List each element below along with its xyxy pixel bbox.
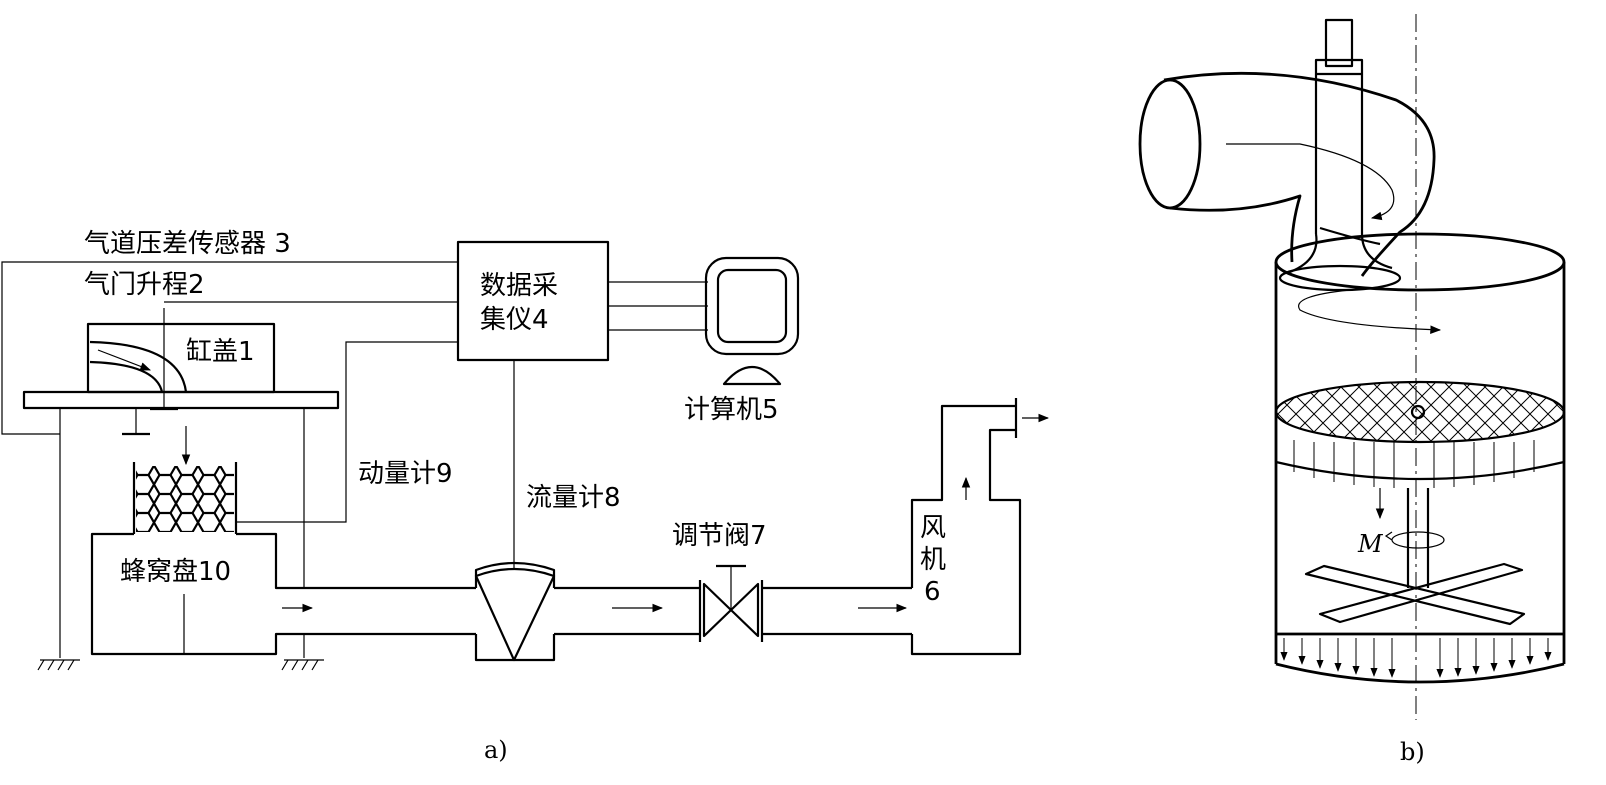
valve-stem xyxy=(122,308,178,436)
computer xyxy=(704,256,800,386)
honeycomb-plate xyxy=(132,462,238,534)
cylinder xyxy=(1274,232,1566,684)
outlet-pipe xyxy=(554,586,700,636)
fan xyxy=(910,398,1050,656)
diagram-a: 气道压差传感器 3 气门升程2 缸盖1 数据采 集仪4 计算机5 动量计9 流量… xyxy=(1,229,1050,764)
torque-symbol: M xyxy=(1357,530,1445,558)
fan-inlet-pipe xyxy=(762,586,912,636)
diagram-b: M b) xyxy=(1138,14,1566,766)
label-pressure-sensor: 气道压差传感器 3 xyxy=(84,229,291,259)
label-honeycomb: 蜂窝盘10 xyxy=(120,557,231,587)
daq-computer-lines xyxy=(608,281,708,331)
label-fan-2: 机 xyxy=(920,545,946,575)
base-plate xyxy=(22,390,340,410)
intake-port xyxy=(1138,71,1436,277)
ground-symbol xyxy=(281,634,324,671)
caption-a: a) xyxy=(484,736,508,764)
settling-tank-pipe xyxy=(90,532,476,656)
label-valve-lift: 气门升程2 xyxy=(84,270,205,300)
outlet-arrows xyxy=(1280,638,1552,678)
swirl-path-cylinder xyxy=(1298,289,1442,334)
torque-label: M xyxy=(1357,530,1384,558)
caption-b: b) xyxy=(1400,738,1425,766)
momentum-meter-line xyxy=(236,341,458,523)
cross-support xyxy=(1304,562,1526,626)
regulating-valve xyxy=(698,564,764,642)
swirl-path xyxy=(1226,143,1395,221)
label-computer: 计算机5 xyxy=(684,395,779,425)
label-fan-1: 风 xyxy=(920,513,946,543)
label-regulating-valve: 调节阀7 xyxy=(672,521,767,551)
label-daq-line1: 数据采 xyxy=(480,271,558,301)
label-daq-line2: 集仪4 xyxy=(480,305,549,335)
data-acquisition-box xyxy=(456,240,610,362)
flow-meter xyxy=(474,561,556,662)
shaft xyxy=(1375,488,1430,588)
label-fan-3: 6 xyxy=(924,577,941,607)
label-cylinder-head: 缸盖1 xyxy=(186,337,255,367)
ground-symbol xyxy=(37,408,80,671)
sensor-loop-line xyxy=(1,261,282,435)
honeycomb-disk xyxy=(1274,380,1566,488)
label-flow-meter: 流量计8 xyxy=(526,483,621,513)
valve-stem-b xyxy=(1278,18,1402,292)
label-momentum-meter: 动量计9 xyxy=(358,459,453,489)
